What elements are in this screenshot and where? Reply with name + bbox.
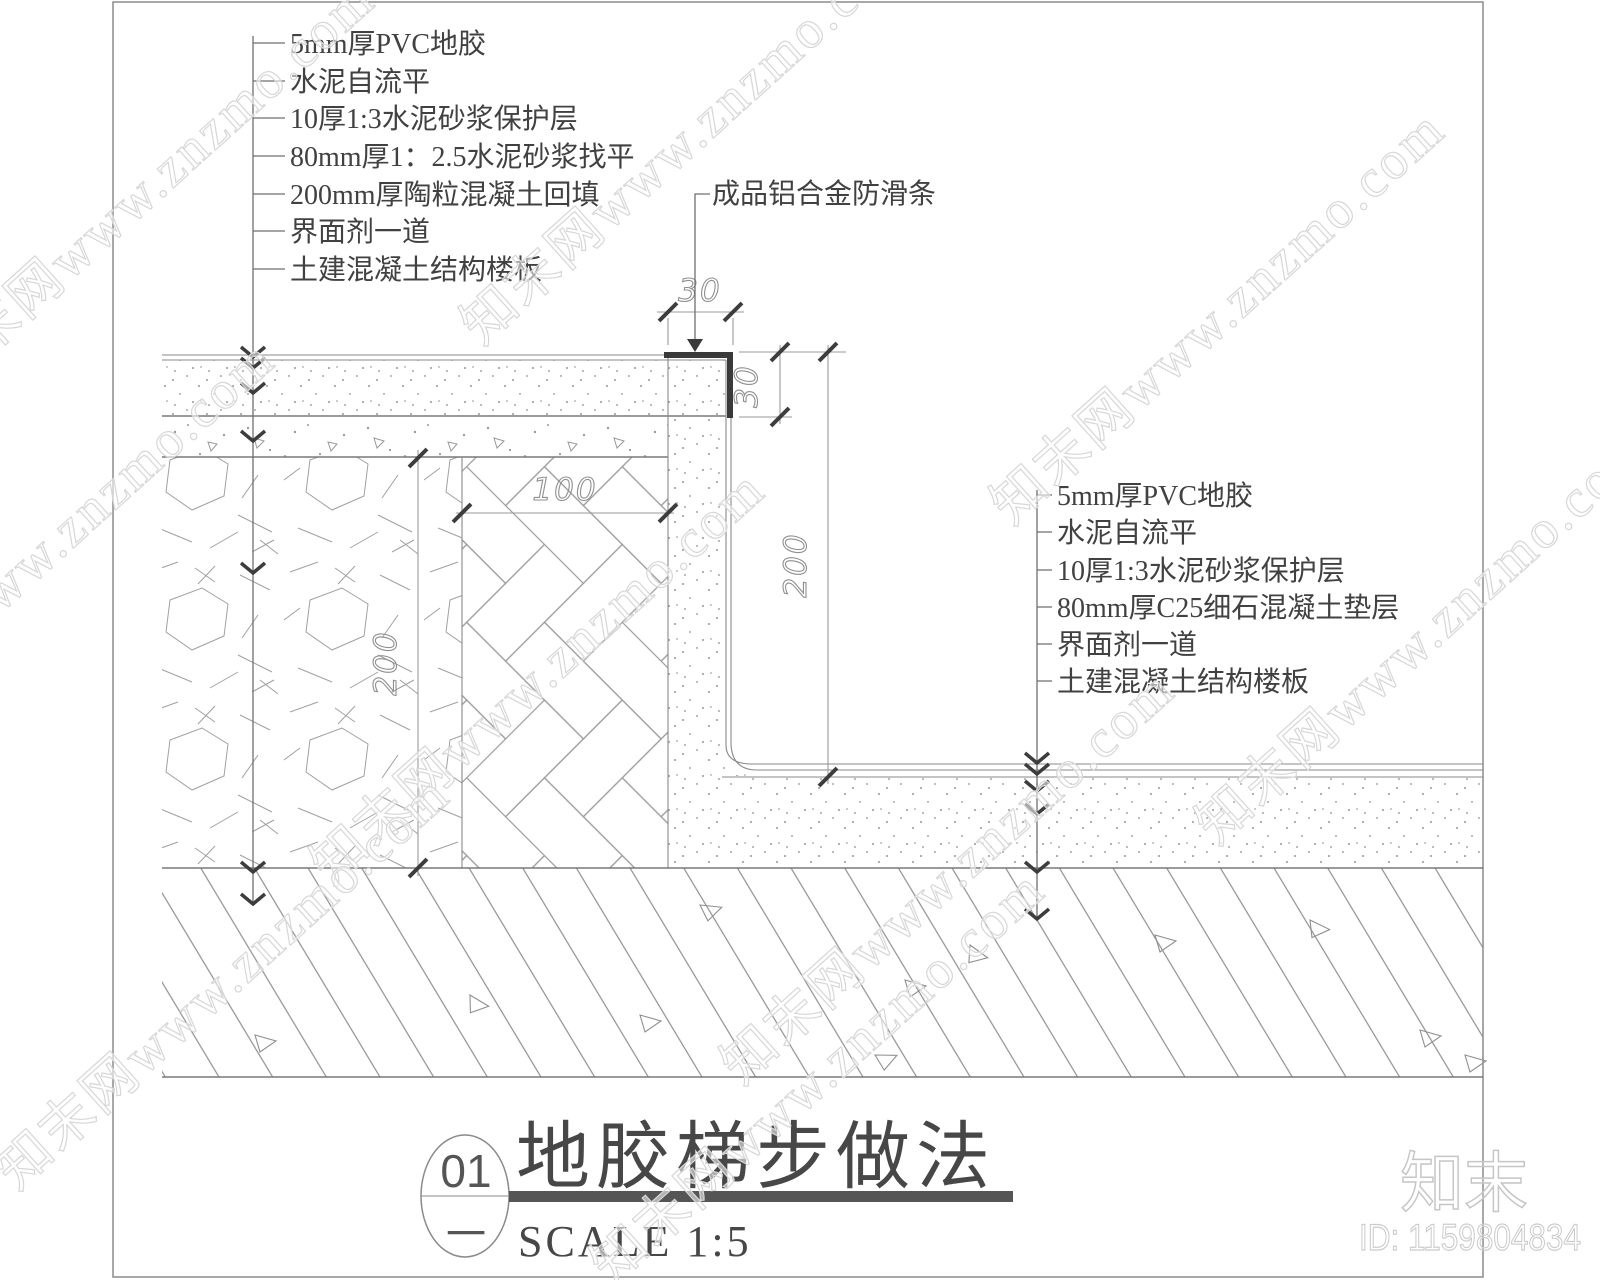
title-underline-bar	[509, 1191, 1013, 1202]
callout-label: 5mm厚PVC地胶	[290, 28, 486, 60]
dim-text-100: 100	[532, 472, 597, 508]
callout-label: 土建混凝土结构楼板	[1057, 666, 1309, 698]
lower-screed-band	[722, 777, 1483, 868]
aluminium-nosing-angle	[664, 352, 733, 418]
callout-label: 10厚1:3水泥砂浆保护层	[290, 103, 578, 135]
callout-label: 界面剂一道	[290, 216, 430, 248]
callout-label: 10厚1:3水泥砂浆保护层	[1057, 555, 1345, 587]
structural-slab-region	[162, 868, 1483, 1077]
right-leader-ticks	[1037, 494, 1052, 682]
title-block: 01 一 地胶梯步做法 SCALE 1:5	[420, 1117, 1013, 1266]
dimensions: 30 30 200 200 100	[367, 272, 846, 879]
callout-label: 80mm厚1：2.5水泥砂浆找平	[290, 141, 635, 173]
callout-label: 水泥自流平	[1057, 517, 1197, 549]
detail-title: 地胶梯步做法	[516, 1117, 996, 1199]
sheet-border	[112, 1, 1484, 1278]
fine-concrete-band	[162, 416, 668, 457]
section-geometry	[162, 352, 1487, 1078]
dim-text-200-fill: 200	[368, 630, 404, 695]
dim-text-30-side: 30	[729, 364, 765, 407]
layer-boundaries	[162, 354, 1483, 1078]
callout-label: 200mm厚陶粒混凝土回填	[290, 179, 600, 211]
detail-scale: SCALE 1:5	[518, 1217, 752, 1266]
callout-label: 5mm厚PVC地胶	[1057, 480, 1253, 512]
leader-arrowhead-icon	[687, 339, 703, 352]
upper-screed-band	[162, 360, 726, 416]
dim-text-30-top: 30	[678, 273, 721, 309]
aggregate-fill-region	[162, 457, 462, 868]
callout-label: 土建混凝土结构楼板	[290, 254, 542, 286]
top-leader-line	[694, 193, 710, 342]
callout-label: 80mm厚C25细石混凝土垫层	[1057, 592, 1399, 624]
dim-nosing-width: 30	[657, 272, 744, 345]
left-callouts: 5mm厚PVC地胶 水泥自流平 10厚1:3水泥砂浆保护层 80mm厚1：2.5…	[239, 28, 635, 906]
step-block-region	[462, 457, 668, 868]
dim-text-200-riser: 200	[778, 532, 814, 597]
dim-fill-depth: 200	[367, 447, 429, 879]
riser-screed-band	[668, 416, 722, 868]
callout-label: 成品铝合金防滑条	[712, 178, 936, 210]
left-leader-ticks	[253, 42, 285, 270]
top-callout: 成品铝合金防滑条	[687, 178, 936, 352]
cove-wedge	[723, 745, 751, 776]
callout-label: 界面剂一道	[1057, 629, 1197, 661]
site-logo-watermark: 知末	[1400, 1148, 1528, 1221]
dim-riser-height: 200	[777, 341, 839, 788]
detail-number: 01	[440, 1145, 491, 1197]
dim-tread-block: 100	[451, 471, 679, 524]
watermark-text: 知末网www.znzmo.com	[980, 98, 1457, 536]
watermark-id: ID: 1159804834	[1359, 1217, 1581, 1258]
sheet-reference: 一	[446, 1212, 486, 1257]
right-callouts: 5mm厚PVC地胶 水泥自流平 10厚1:3水泥砂浆保护层 80mm厚C25细石…	[1023, 480, 1399, 921]
callout-label: 水泥自流平	[290, 66, 430, 98]
